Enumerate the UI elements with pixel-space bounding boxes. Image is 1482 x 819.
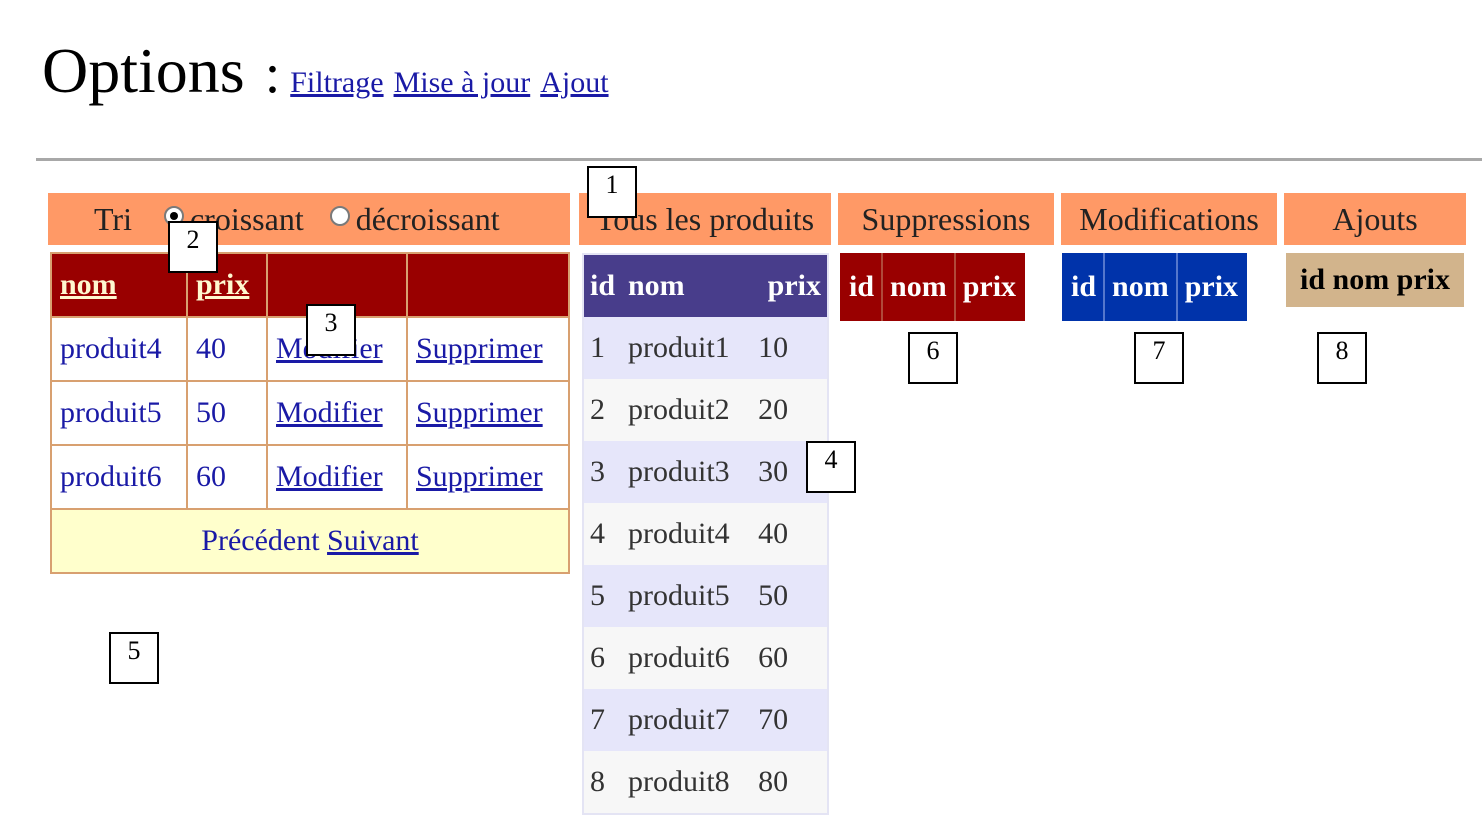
cell-prix: 80 [752,751,828,814]
modifications-table: id nom prix [1062,253,1248,321]
cell-nom: produit7 [622,689,753,751]
column-header-nom[interactable]: nom [50,252,188,318]
pager-next-link[interactable]: Suivant [327,524,419,557]
callout-1: 1 [587,166,637,218]
callout-8: 8 [1317,332,1367,384]
cell-prix: 50 [752,565,828,627]
column-header-prix: prix [953,254,1025,320]
column-header-nom: nom [622,254,753,317]
cell-prix: 40 [186,316,268,382]
callout-4: 4 [806,441,856,493]
sort-by-nom-link[interactable]: nom [60,268,117,301]
table-row: produit4 40 Modifier Supprimer [50,316,570,382]
sort-bar: Tri croissant décroissant [48,193,570,245]
cell-modifier: Modifier [266,444,408,510]
cell-nom: produit4 [50,316,188,382]
table-row: produit5 50 Modifier Supprimer [50,380,570,446]
column-header-id: id [1063,254,1105,320]
options-heading: Options : Filtrage Mise à jour Ajout [42,34,619,108]
pager: Précédent Suivant [50,508,570,574]
section-header-modifications: Modifications [1061,193,1277,245]
cell-id: 8 [583,751,622,814]
supprimer-link[interactable]: Supprimer [416,332,543,365]
page-title: Options [42,35,245,106]
callout-6: 6 [908,332,958,384]
column-header-prix: prix [1175,254,1247,320]
ajouts-table: id nom prix [1286,253,1464,307]
section-header-suppressions: Suppressions [838,193,1054,245]
column-header-id: id [841,254,883,320]
suppressions-table: id nom prix [840,253,1026,321]
link-ajout[interactable]: Ajout [540,66,609,99]
pager-previous: Précédent [201,524,320,557]
column-header-prix: prix [752,254,828,317]
cell-nom: produit6 [622,627,753,689]
horizontal-divider [36,158,1482,161]
cell-supprimer: Supprimer [406,316,570,382]
cell-nom: produit2 [622,379,753,441]
supprimer-link[interactable]: Supprimer [416,396,543,429]
cell-id: 2 [583,379,622,441]
column-header-id: id [583,254,622,317]
cell-id: 3 [583,441,622,503]
cell-modifier: Modifier [266,380,408,446]
products-page-table: nom prix produit4 40 Modifier Supprimer … [50,252,570,574]
table-row: produit6 60 Modifier Supprimer [50,444,570,510]
cell-nom: produit8 [622,751,753,814]
link-mise-a-jour[interactable]: Mise à jour [393,66,531,99]
ajouts-column-headers: id nom prix [1286,253,1464,307]
section-header-ajouts: Ajouts [1284,193,1466,245]
cell-nom: produit6 [50,444,188,510]
pager-row: Précédent Suivant [50,508,570,574]
cell-id: 1 [583,317,622,379]
column-header-nom: nom [1103,254,1177,320]
cell-prix: 50 [186,380,268,446]
sort-label: Tri [94,200,132,237]
column-header-delete [406,252,570,318]
sort-by-prix-link[interactable]: prix [196,268,250,301]
column-header-nom: nom [881,254,955,320]
cell-id: 5 [583,565,622,627]
radio-decroissant[interactable] [329,206,350,226]
cell-id: 4 [583,503,622,565]
cell-prix: 60 [186,444,268,510]
cell-prix: 20 [752,379,828,441]
link-filtrage[interactable]: Filtrage [290,66,384,99]
cell-id: 7 [583,689,622,751]
cell-nom: produit5 [50,380,188,446]
callout-3: 3 [306,304,356,356]
cell-supprimer: Supprimer [406,380,570,446]
title-colon: : [264,43,281,105]
cell-prix: 10 [752,317,828,379]
radio-decroissant-label[interactable]: décroissant [355,200,500,237]
callout-7: 7 [1134,332,1184,384]
cell-nom: produit5 [622,565,753,627]
cell-prix: 60 [752,627,828,689]
cell-prix: 70 [752,689,828,751]
modifier-link[interactable]: Modifier [276,460,383,493]
cell-id: 6 [583,627,622,689]
cell-nom: produit1 [622,317,753,379]
cell-prix: 40 [752,503,828,565]
cell-nom: produit3 [622,441,753,503]
callout-5: 5 [109,632,159,684]
modifier-link[interactable]: Modifier [276,396,383,429]
supprimer-link[interactable]: Supprimer [416,460,543,493]
cell-supprimer: Supprimer [406,444,570,510]
callout-2: 2 [168,221,218,273]
cell-nom: produit4 [622,503,753,565]
